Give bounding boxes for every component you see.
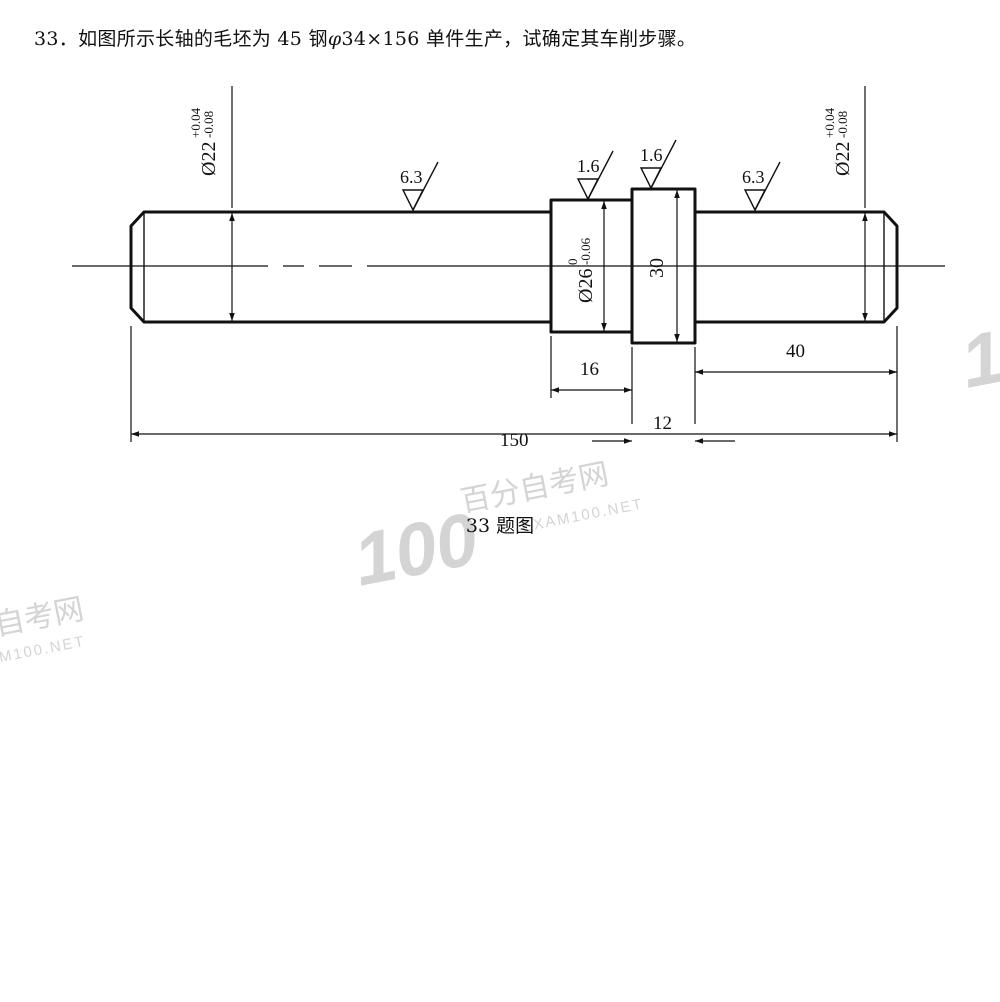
roughness-mid-value: 1.6: [577, 156, 600, 176]
mid-diameter-label: Ø26 0 -0.06: [565, 237, 597, 303]
shaft-outline: [129, 187, 899, 345]
dim-text-12: 12: [653, 413, 672, 434]
question-number: 33．: [34, 28, 79, 50]
roughness-left-value: 6.3: [400, 167, 423, 187]
right-dia-lower: -0.08: [835, 111, 850, 138]
blank-size: 34×156: [341, 28, 420, 50]
mid-dia-lower: -0.06: [578, 237, 593, 265]
dim-text-150: 150: [500, 430, 529, 451]
dim-text-16: 16: [580, 359, 599, 380]
dim-text-40: 40: [786, 341, 805, 362]
right-diameter-label: Ø22 +0.04 -0.08: [822, 107, 854, 176]
collar-dia-text: 30: [646, 258, 668, 278]
roughness-right-value: 6.3: [742, 167, 765, 187]
right-dia-base: Ø22: [832, 142, 854, 176]
watermark-right: 100: [954, 299, 1000, 404]
right-dia-upper: +0.04: [822, 107, 837, 138]
roughness-symbol-mid: 1.6: [576, 150, 614, 201]
roughness-symbol-right: 6.3: [742, 161, 781, 212]
left-dia-base: Ø22: [198, 142, 220, 176]
mid-dia-base: Ø26: [575, 269, 597, 303]
phi-symbol: φ: [327, 28, 342, 50]
figure-caption: 33 题图: [465, 515, 535, 537]
question-rest: 单件生产，试确定其车削步骤。: [419, 28, 697, 50]
left-diameter-label: Ø22 +0.04 -0.08: [188, 107, 220, 176]
roughness-collar-value: 1.6: [640, 145, 663, 165]
collar-diameter-label: 30: [646, 258, 668, 278]
left-dia-lower: -0.08: [201, 111, 216, 138]
watermark-left: 百分自考网 EXAM100.NET: [0, 593, 87, 673]
dimension-lines: [131, 190, 897, 444]
roughness-symbol-collar: 1.6: [639, 139, 677, 190]
left-dia-upper: +0.04: [188, 107, 203, 138]
watermark-logo-right: 100: [954, 299, 1000, 404]
roughness-symbol-left: 6.3: [400, 161, 439, 212]
question-text: 33．如图所示长轴的毛坯为 45 钢φ34×156 单件生产，试确定其车削步骤。: [34, 24, 696, 51]
mid-dia-upper: 0: [565, 259, 580, 266]
chamfer-lines: [143, 212, 885, 322]
extension-lines: [130, 86, 898, 442]
question-body: 如图所示长轴的毛坯为 45 钢: [78, 28, 328, 50]
